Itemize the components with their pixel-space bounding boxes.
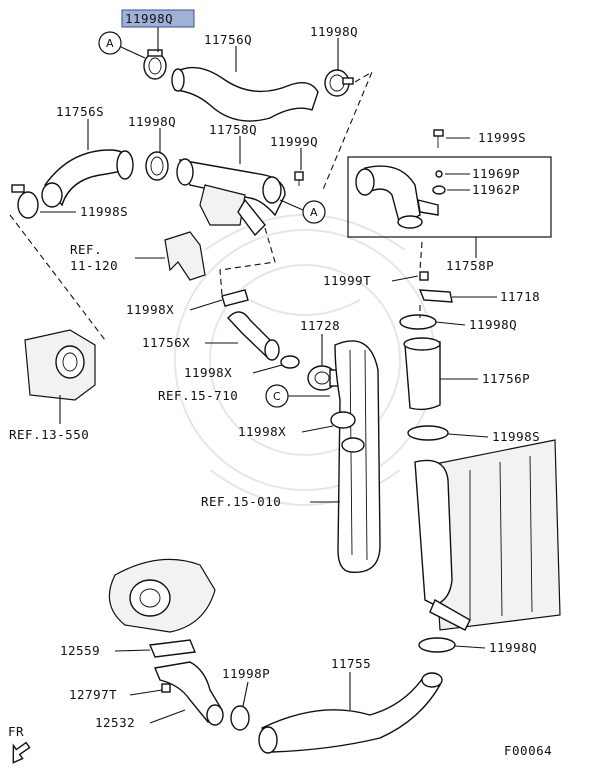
label-11758q: 11758Q bbox=[209, 122, 257, 137]
label-fr: FR bbox=[8, 724, 24, 739]
hose-11756q bbox=[171, 66, 319, 122]
label-ref-11-120-a: REF. bbox=[70, 242, 102, 257]
label-11728: 11728 bbox=[300, 318, 340, 333]
bolt-11999s bbox=[433, 129, 444, 148]
hose-11755 bbox=[258, 672, 443, 754]
label-highlight-box bbox=[121, 9, 195, 28]
label-11998s-left: 11998S bbox=[80, 204, 128, 219]
label-11998s-right: 11998S bbox=[492, 429, 540, 444]
grommet-11962p bbox=[432, 185, 446, 195]
bolt-11999q bbox=[294, 171, 304, 186]
clamp-11998q-mid bbox=[145, 151, 169, 181]
turbocharger bbox=[108, 558, 216, 633]
bolt-12797t bbox=[161, 683, 171, 693]
label-11756s: 11756S bbox=[56, 104, 104, 119]
dashed-connectors bbox=[9, 70, 423, 341]
elbow-11758p bbox=[355, 165, 439, 229]
clamp-11998q-topright bbox=[324, 69, 354, 97]
svg-text:A: A bbox=[106, 37, 114, 50]
bracket-11718 bbox=[418, 271, 453, 303]
gasket-12559 bbox=[148, 639, 197, 658]
label-11998q-bottomright: 11998Q bbox=[489, 640, 537, 655]
label-11756q: 11756Q bbox=[204, 32, 252, 47]
label-11755: 11755 bbox=[331, 656, 371, 671]
clamp-11998q-top bbox=[143, 49, 167, 80]
label-ref-11-120-b: 11-120 bbox=[70, 258, 118, 273]
clamp-11998q-right bbox=[399, 314, 437, 330]
clamp-11998x-c bbox=[330, 411, 365, 453]
hose-11756p bbox=[403, 337, 441, 411]
bracket-ref-11-120 bbox=[164, 231, 206, 281]
label-11998q-top: 11998Q bbox=[125, 11, 173, 26]
label-11962p: 11962P bbox=[472, 182, 520, 197]
label-11998x-a: 11998X bbox=[126, 302, 174, 317]
label-12559: 12559 bbox=[60, 643, 100, 658]
svg-text:C: C bbox=[273, 390, 281, 403]
label-11758p: 11758P bbox=[446, 258, 494, 273]
clamp-11998x-a bbox=[221, 289, 249, 307]
hose-11756s bbox=[41, 149, 134, 208]
hose-11756x bbox=[227, 311, 280, 361]
label-11999s: 11999S bbox=[478, 130, 526, 145]
label-11756x: 11756X bbox=[142, 335, 190, 350]
clamp-11998s-left bbox=[11, 184, 39, 219]
label-11998p: 11998P bbox=[222, 666, 270, 681]
svg-text:A: A bbox=[310, 206, 318, 219]
pipe-12532 bbox=[154, 661, 224, 726]
label-11998x-c: 11998X bbox=[238, 424, 286, 439]
washer-11969p bbox=[435, 170, 443, 178]
label-11718: 11718 bbox=[500, 289, 540, 304]
callout-c: C bbox=[265, 384, 289, 408]
label-11756p: 11756P bbox=[482, 371, 530, 386]
clamp-11998s-right bbox=[407, 425, 449, 441]
label-11998q-mid: 11998Q bbox=[128, 114, 176, 129]
clamp-11998p bbox=[230, 705, 250, 731]
leader-lines bbox=[40, 26, 497, 724]
pipe-ref-15-010 bbox=[334, 340, 381, 573]
part-labels: 11998Q 11756Q 11998Q 11756S 11998Q 11758… bbox=[9, 11, 552, 758]
front-direction-arrow: FR bbox=[8, 724, 31, 764]
label-11999q: 11999Q bbox=[270, 134, 318, 149]
watermark-emblem bbox=[174, 214, 436, 506]
label-11998q-right: 11998Q bbox=[469, 317, 517, 332]
label-11998x-b: 11998X bbox=[184, 365, 232, 380]
throttle-body-ref-13-550 bbox=[24, 329, 96, 401]
detail-box-11758p bbox=[347, 156, 552, 238]
clamp-11998x-b bbox=[280, 355, 300, 369]
callout-a-top: A bbox=[98, 31, 146, 59]
label-11969p: 11969P bbox=[472, 166, 520, 181]
label-11999t: 11999T bbox=[323, 273, 371, 288]
clamp-11998q-bottomright bbox=[418, 637, 456, 653]
label-ref-13-550: REF.13-550 bbox=[9, 427, 89, 442]
intercooler bbox=[414, 439, 561, 631]
pipe-11758q bbox=[176, 158, 286, 237]
label-11998q-topright: 11998Q bbox=[310, 24, 358, 39]
callout-a-mid: A bbox=[279, 199, 326, 224]
label-12797t: 12797T bbox=[69, 687, 117, 702]
label-ref-15-710: REF.15-710 bbox=[158, 388, 238, 403]
label-figure-code: F00064 bbox=[504, 743, 552, 758]
label-12532: 12532 bbox=[95, 715, 135, 730]
label-ref-15-010: REF.15-010 bbox=[201, 494, 281, 509]
